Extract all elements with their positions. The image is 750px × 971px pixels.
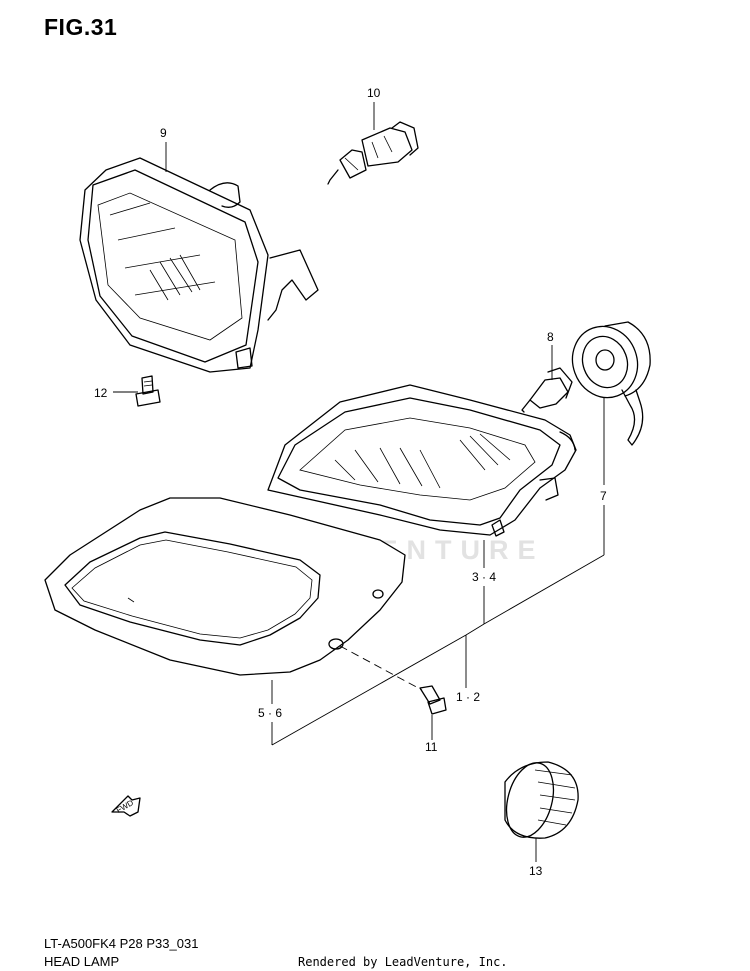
callout-10[interactable]: 10 — [367, 86, 381, 100]
callout-7[interactable]: 7 — [600, 489, 607, 503]
callout-12[interactable]: 12 — [94, 386, 108, 400]
part-11-clip[interactable] — [419, 685, 447, 715]
part-13-reflector[interactable] — [499, 758, 579, 843]
callout-1-2[interactable]: 1 · 2 — [456, 690, 481, 704]
callout-13[interactable]: 13 — [529, 864, 543, 878]
fwd-arrow-icon — [111, 795, 141, 817]
footer-name: HEAD LAMP — [44, 954, 120, 969]
leader-lines — [113, 102, 605, 862]
callout-11[interactable]: 11 — [425, 740, 438, 754]
part-3-4-headlamp-housing[interactable] — [267, 384, 577, 537]
part-9-headlamp-unit[interactable] — [79, 157, 319, 373]
callout-5-6[interactable]: 5 · 6 — [258, 706, 283, 720]
part-1-2-bezel[interactable] — [44, 497, 406, 676]
callout-9[interactable]: 9 — [160, 126, 167, 140]
part-12-screw[interactable] — [135, 375, 161, 407]
figure-title: FIG.31 — [44, 14, 118, 40]
callout-8[interactable]: 8 — [547, 330, 554, 344]
footer-rendered-by: Rendered by LeadVenture, Inc. — [298, 955, 508, 969]
callout-3-4[interactable]: 3 · 4 — [472, 570, 497, 584]
footer-model: LT-A500FK4 P28 P33_031 — [44, 936, 199, 951]
part-8-bulb[interactable] — [521, 367, 573, 413]
part-7-socket[interactable] — [563, 317, 651, 446]
part-10-bulb[interactable] — [327, 121, 419, 185]
